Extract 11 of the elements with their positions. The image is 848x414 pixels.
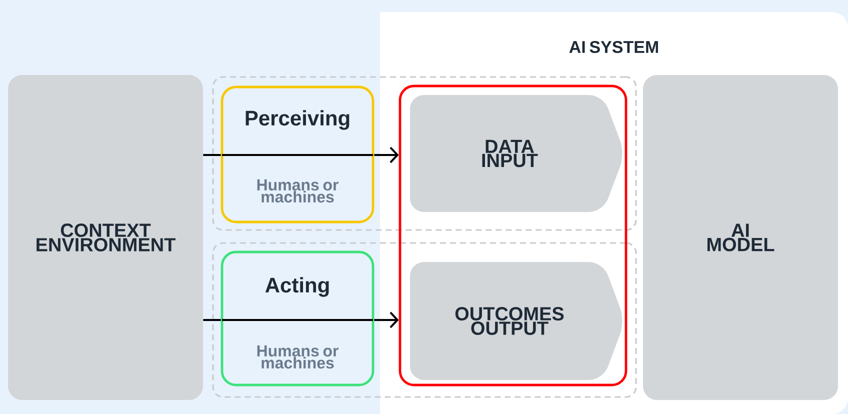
dashed-frame [212,76,637,231]
pentagon-arrow-box: DATA INPUT [410,95,622,212]
pentagon-arrow-box: OUTCOMES OUTPUT [410,262,622,380]
highlight-frame [398,84,628,386]
dashed-frame [212,242,637,398]
input-box: Perceiving Humans or machines [220,86,374,224]
process-box: AI MODEL [643,75,838,400]
arrow [374,146,399,164]
process-box: CONTEXT ENVIRONMENT [8,75,203,400]
output-box: Acting Humans or machines [220,250,374,386]
arrow [374,312,399,328]
